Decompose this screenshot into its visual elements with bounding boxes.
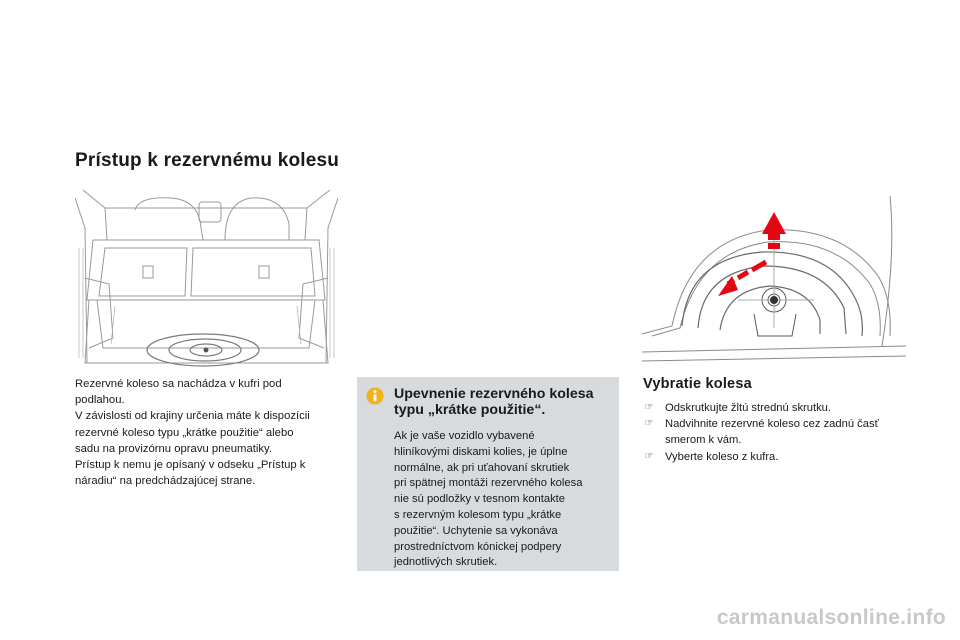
pointing-hand-icon: ☞ (644, 418, 654, 430)
step-line: Vyberte koleso z kufra. (665, 450, 779, 463)
intro-line: Rezervné koleso sa nachádza v kufri pod (75, 378, 282, 390)
info-box-title: Upevnenie rezervného kolesa typu „krátke… (394, 386, 614, 418)
intro-line: sadu na provizórnu opravu pneumatiky. (75, 442, 272, 455)
list-item: ☞ Nadvihnite rezervné koleso cez zadnú č… (643, 416, 913, 448)
intro-text: Rezervné koleso sa nachádza v kufri pod … (75, 376, 347, 489)
step-line: smerom k vám. (665, 434, 742, 447)
step-line: Odskrutkujte žltú strednú skrutku. (665, 402, 832, 414)
info-icon (366, 387, 384, 405)
intro-line: náradiu“ na predchádzajúcej strane. (75, 475, 256, 488)
page-title: Prístup k rezervnému kolesu (75, 150, 340, 171)
info-text-line: pri spätnej montáži rezervného kolesa (394, 477, 583, 490)
lift-arrow-icon (762, 212, 786, 249)
pointing-hand-icon: ☞ (644, 402, 654, 413)
info-title-line: Upevnenie rezervného kolesa (394, 386, 594, 402)
info-text-line: jednotlivých skrutiek. (394, 556, 498, 569)
info-text-line: Ak je vaše vozidlo vybavené (394, 430, 535, 442)
section-title-removal: Vybratie kolesa (643, 376, 752, 392)
info-box-text: Ak je vaše vozidlo vybavené hliníkovými … (394, 429, 612, 571)
removal-steps: ☞ Odskrutkujte žltú strednú skrutku. ☞ N… (643, 400, 913, 465)
info-box: Upevnenie rezervného kolesa typu „krátke… (357, 377, 619, 571)
info-text-line: normálne, ak pri uťahovaní skrutiek (394, 461, 570, 474)
info-text-line: hliníkovými diskami kolies, je úplne (394, 445, 568, 458)
intro-line: Prístup k nemu je opísaný v odseku „Prís… (75, 459, 306, 472)
car-trunk-illustration (75, 188, 338, 368)
info-text-line: použitie“. Uchytenie sa vykonáva (394, 524, 558, 537)
unscrew-arrow-icon (718, 259, 768, 296)
spare-wheel-illustration (642, 196, 906, 368)
watermark: carmanualsonline.info (716, 606, 946, 629)
list-item: ☞ Odskrutkujte žltú strednú skrutku. (643, 400, 913, 416)
list-item: ☞ Vyberte koleso z kufra. (643, 449, 913, 465)
intro-line: podlahou. (75, 394, 125, 407)
intro-line: V závislosti od krajiny určenia máte k d… (75, 410, 310, 423)
info-text-line: prostredníctvom kónickej podpery (394, 540, 562, 553)
step-line: Nadvihnite rezervné koleso cez zadnú čas… (665, 418, 879, 431)
info-text-line: nie sú podložky v tesnom kontakte (394, 493, 566, 506)
info-title-line: typu „krátke použitie“. (394, 402, 546, 418)
info-text-line: s rezervným kolesom typu „krátke (394, 508, 562, 521)
intro-line: rezervné koleso typu „krátke použitie“ a… (75, 426, 294, 439)
pointing-hand-icon: ☞ (644, 450, 654, 462)
